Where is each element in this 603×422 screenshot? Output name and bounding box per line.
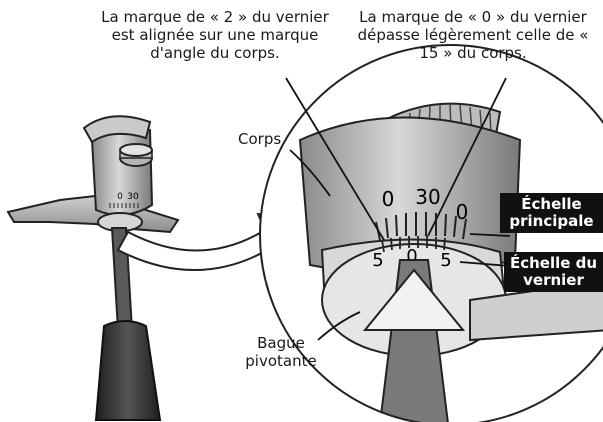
small-scale-30: 30 <box>127 192 139 202</box>
vernier-number-right: 5 <box>440 250 451 271</box>
small-scale-0: 0 <box>117 192 123 202</box>
caption-right: La marque de « 0 » du vernier dépasse lé… <box>357 8 589 62</box>
vernier-number-left: 5 <box>372 250 383 271</box>
label-corps: Corps <box>238 130 282 148</box>
leader-right-caption <box>427 77 507 237</box>
label-echelle-principale: Échelle principale <box>500 193 603 233</box>
caption-left: La marque de « 2 » du vernier est aligné… <box>101 8 329 62</box>
label-bague-pivotante: Bague pivotante <box>245 334 317 370</box>
leader-left-caption <box>285 77 385 241</box>
main-scale-number-center: 30 <box>415 185 440 209</box>
leader-corps <box>289 149 331 197</box>
magnifier-outline <box>259 44 603 422</box>
vernier-number-center: 0 <box>406 246 417 267</box>
magnified-view: 0 30 0 5 0 5 <box>260 45 603 422</box>
small-tool: 0 30 <box>6 115 180 421</box>
main-scale-number-left: 0 <box>382 187 395 211</box>
leader-vernier-scale <box>459 261 511 267</box>
leader-bague <box>317 311 361 341</box>
leader-main-scale <box>469 233 511 237</box>
main-scale-number-right: 0 <box>456 200 469 224</box>
label-echelle-vernier: Échelle du vernier <box>504 252 603 292</box>
